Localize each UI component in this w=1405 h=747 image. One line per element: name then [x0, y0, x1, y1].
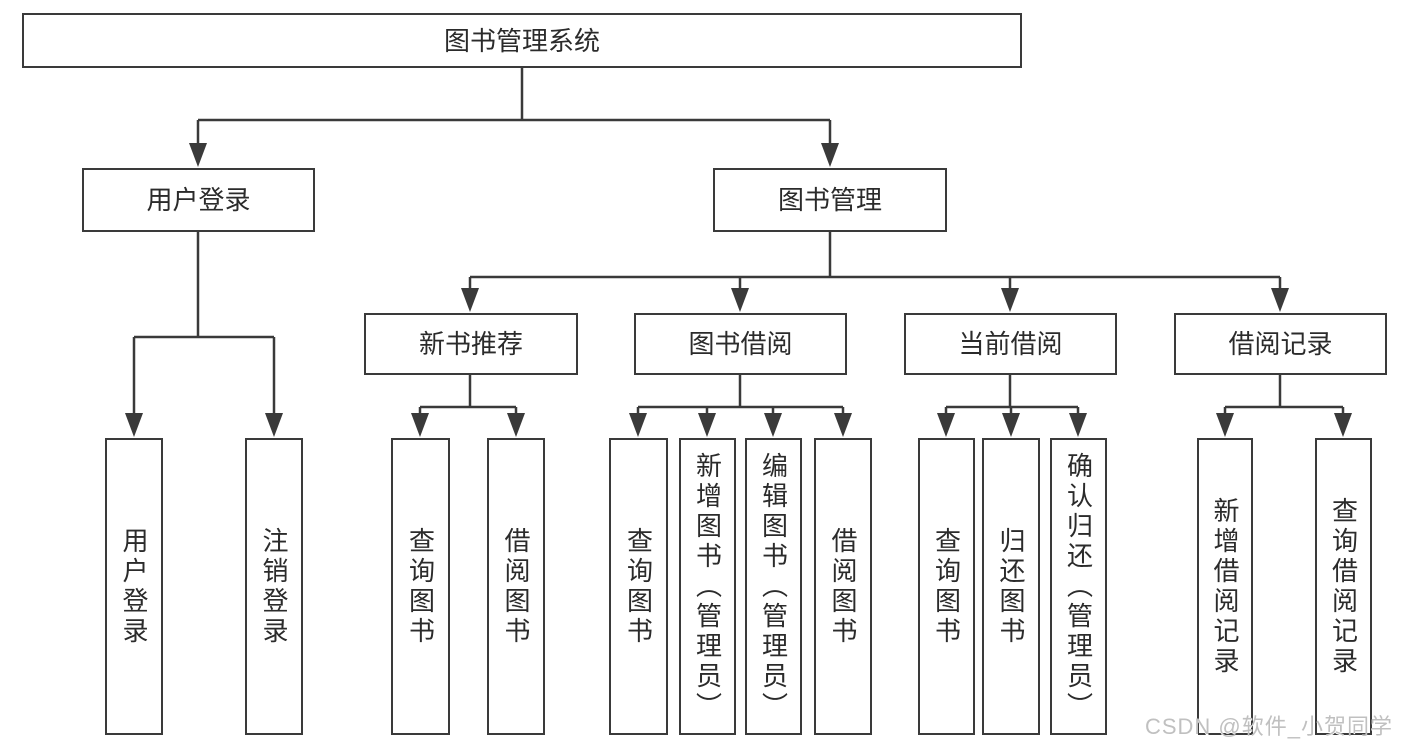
node-current-borrow: 当前借阅 — [904, 313, 1117, 375]
leaf-borrow-query-book: 查询图书 — [609, 438, 668, 735]
arrowhead — [1069, 413, 1087, 437]
arrowhead — [821, 143, 839, 167]
node-system-root: 图书管理系统 — [22, 13, 1022, 68]
node-borrow-records: 借阅记录 — [1174, 313, 1387, 375]
leaf-borrow-edit-book-admin: 编辑图书（管理员） — [745, 438, 802, 735]
arrowhead — [629, 413, 647, 437]
arrowhead — [1002, 413, 1020, 437]
leaf-newbook-query-book: 查询图书 — [391, 438, 450, 735]
leaf-current-confirm-return-admin: 确认归还（管理员） — [1050, 438, 1107, 735]
node-branch-user-login: 用户登录 — [82, 168, 315, 232]
arrowhead — [1216, 413, 1234, 437]
leaf-logout-login: 注销登录 — [245, 438, 303, 735]
node-new-book-recommend: 新书推荐 — [364, 313, 578, 375]
arrowhead — [461, 288, 479, 312]
leaf-user-login: 用户登录 — [105, 438, 163, 735]
arrowhead — [1001, 288, 1019, 312]
arrowhead — [764, 413, 782, 437]
leaf-newbook-borrow-book: 借阅图书 — [487, 438, 545, 735]
arrowhead — [731, 288, 749, 312]
arrowhead — [125, 413, 143, 437]
arrowhead — [189, 143, 207, 167]
arrowhead — [1334, 413, 1352, 437]
leaf-borrow-borrow-book: 借阅图书 — [814, 438, 872, 735]
watermark: CSDN @软件_小贺同学 — [1144, 714, 1393, 739]
arrowhead — [507, 413, 525, 437]
arrowhead — [265, 413, 283, 437]
leaf-current-query-book: 查询图书 — [918, 438, 975, 735]
arrowhead — [698, 413, 716, 437]
leaf-current-return-book: 归还图书 — [982, 438, 1040, 735]
leaf-borrow-add-book-admin: 新增图书（管理员） — [679, 438, 736, 735]
node-book-borrow: 图书借阅 — [634, 313, 847, 375]
arrowhead — [1271, 288, 1289, 312]
arrowhead — [937, 413, 955, 437]
node-branch-book-management: 图书管理 — [713, 168, 947, 232]
arrowhead — [411, 413, 429, 437]
leaf-records-query-record: 查询借阅记录 — [1315, 438, 1372, 735]
arrowhead — [834, 413, 852, 437]
leaf-records-add-record: 新增借阅记录 — [1197, 438, 1253, 735]
